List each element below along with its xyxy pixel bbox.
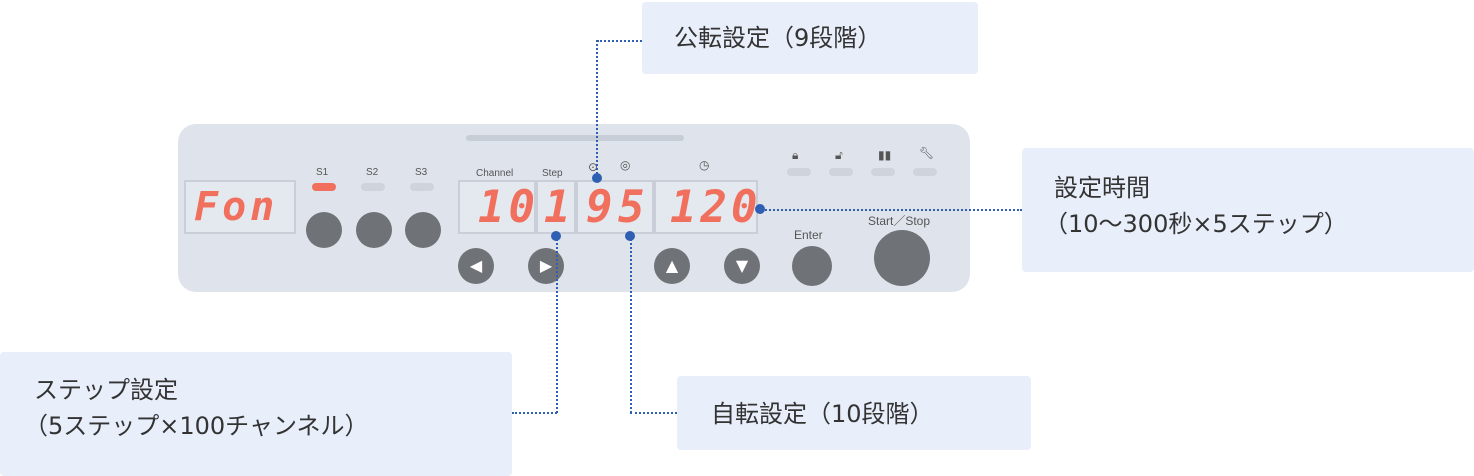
step-label: Step bbox=[542, 168, 563, 179]
start-stop-label: Start／Stop bbox=[868, 214, 931, 228]
callout-step-title: ステップ設定 bbox=[34, 376, 178, 404]
leader-revolution-dot bbox=[592, 173, 602, 183]
revolution-icon: ⊙ bbox=[588, 160, 599, 174]
callout-revolution: 公転設定（9段階） bbox=[642, 2, 978, 74]
callout-revolution-text: 公転設定（9段階） bbox=[674, 24, 882, 52]
start-stop-button[interactable] bbox=[874, 230, 930, 286]
enter-button[interactable] bbox=[792, 246, 832, 286]
leader-time-h bbox=[762, 209, 1022, 211]
panel-slot bbox=[466, 135, 684, 141]
time-value: 120 bbox=[670, 182, 758, 233]
slot-label-s1: S1 bbox=[316, 167, 329, 178]
leader-rotation-dot bbox=[625, 231, 635, 241]
status-led-lock bbox=[787, 168, 811, 176]
leader-rotation-h bbox=[630, 412, 677, 414]
callout-step: ステップ設定 （5ステップ×100チャンネル） bbox=[0, 352, 512, 476]
lock-icon: 🔒︎ bbox=[792, 148, 799, 162]
channel-label: Channel bbox=[476, 168, 514, 179]
time-display: 120 bbox=[654, 180, 758, 234]
slot-label-s2: S2 bbox=[366, 167, 379, 178]
left-button[interactable]: ◀ bbox=[458, 248, 494, 284]
down-button[interactable]: ▼ bbox=[724, 248, 760, 284]
leader-step-h bbox=[512, 412, 557, 414]
leader-rotation-v bbox=[630, 236, 632, 413]
leader-step-dot bbox=[551, 231, 561, 241]
slot-button-s1[interactable] bbox=[306, 212, 342, 248]
slot-label-s3: S3 bbox=[415, 167, 428, 178]
callout-step-detail: （5ステップ×100チャンネル） bbox=[24, 412, 369, 440]
status-led-pause bbox=[871, 168, 895, 176]
channel-value: 10 bbox=[478, 182, 536, 233]
revolution-value: 9 bbox=[586, 182, 617, 233]
callout-time-detail: （10〜300秒×5ステップ） bbox=[1044, 210, 1348, 238]
unlock-icon: 🔓︎ bbox=[835, 148, 843, 162]
slot-led-s1 bbox=[312, 183, 336, 191]
callout-time: 設定時間 （10〜300秒×5ステップ） bbox=[1022, 148, 1474, 272]
callout-rotation-text: 自転設定（10段階） bbox=[711, 400, 934, 428]
slot-button-s2[interactable] bbox=[356, 212, 392, 248]
slot-led-s3 bbox=[410, 183, 434, 191]
pause-icon: ▮▮ bbox=[878, 148, 892, 162]
status-led-unlock bbox=[829, 168, 853, 176]
status-led-wrench bbox=[913, 168, 937, 176]
mode-display-text: Fon bbox=[194, 184, 279, 230]
revolution-rotation-display: 9 5 bbox=[576, 180, 654, 234]
leader-revolution-v bbox=[596, 40, 598, 178]
leader-revolution-h bbox=[597, 40, 642, 42]
channel-display: 10 bbox=[458, 180, 536, 234]
mode-display: Fon bbox=[184, 180, 296, 234]
enter-label: Enter bbox=[794, 228, 823, 242]
arrow-down-icon: ▼ bbox=[735, 256, 749, 275]
arrow-left-icon: ◀ bbox=[469, 256, 483, 275]
leader-time-dot bbox=[755, 204, 765, 214]
slot-led-s2 bbox=[361, 183, 385, 191]
up-button[interactable]: ▲ bbox=[654, 248, 690, 284]
control-panel: Fon S1 S2 S3 Channel Step ⊙ ◎ ◷ 10 1 9 5… bbox=[178, 124, 970, 292]
arrow-right-icon: ▶ bbox=[539, 256, 553, 275]
rotation-icon: ◎ bbox=[620, 158, 631, 172]
arrow-up-icon: ▲ bbox=[665, 256, 679, 275]
step-display: 1 bbox=[536, 180, 576, 234]
step-value: 1 bbox=[544, 182, 575, 233]
leader-step-v bbox=[556, 236, 558, 413]
rotation-value: 5 bbox=[618, 182, 649, 233]
callout-time-title: 設定時間 bbox=[1054, 174, 1150, 202]
wrench-icon: 🔧︎ bbox=[919, 146, 935, 160]
right-button[interactable]: ▶ bbox=[528, 248, 564, 284]
clock-icon: ◷ bbox=[699, 158, 710, 172]
slot-button-s3[interactable] bbox=[405, 212, 441, 248]
callout-rotation: 自転設定（10段階） bbox=[677, 376, 1031, 450]
